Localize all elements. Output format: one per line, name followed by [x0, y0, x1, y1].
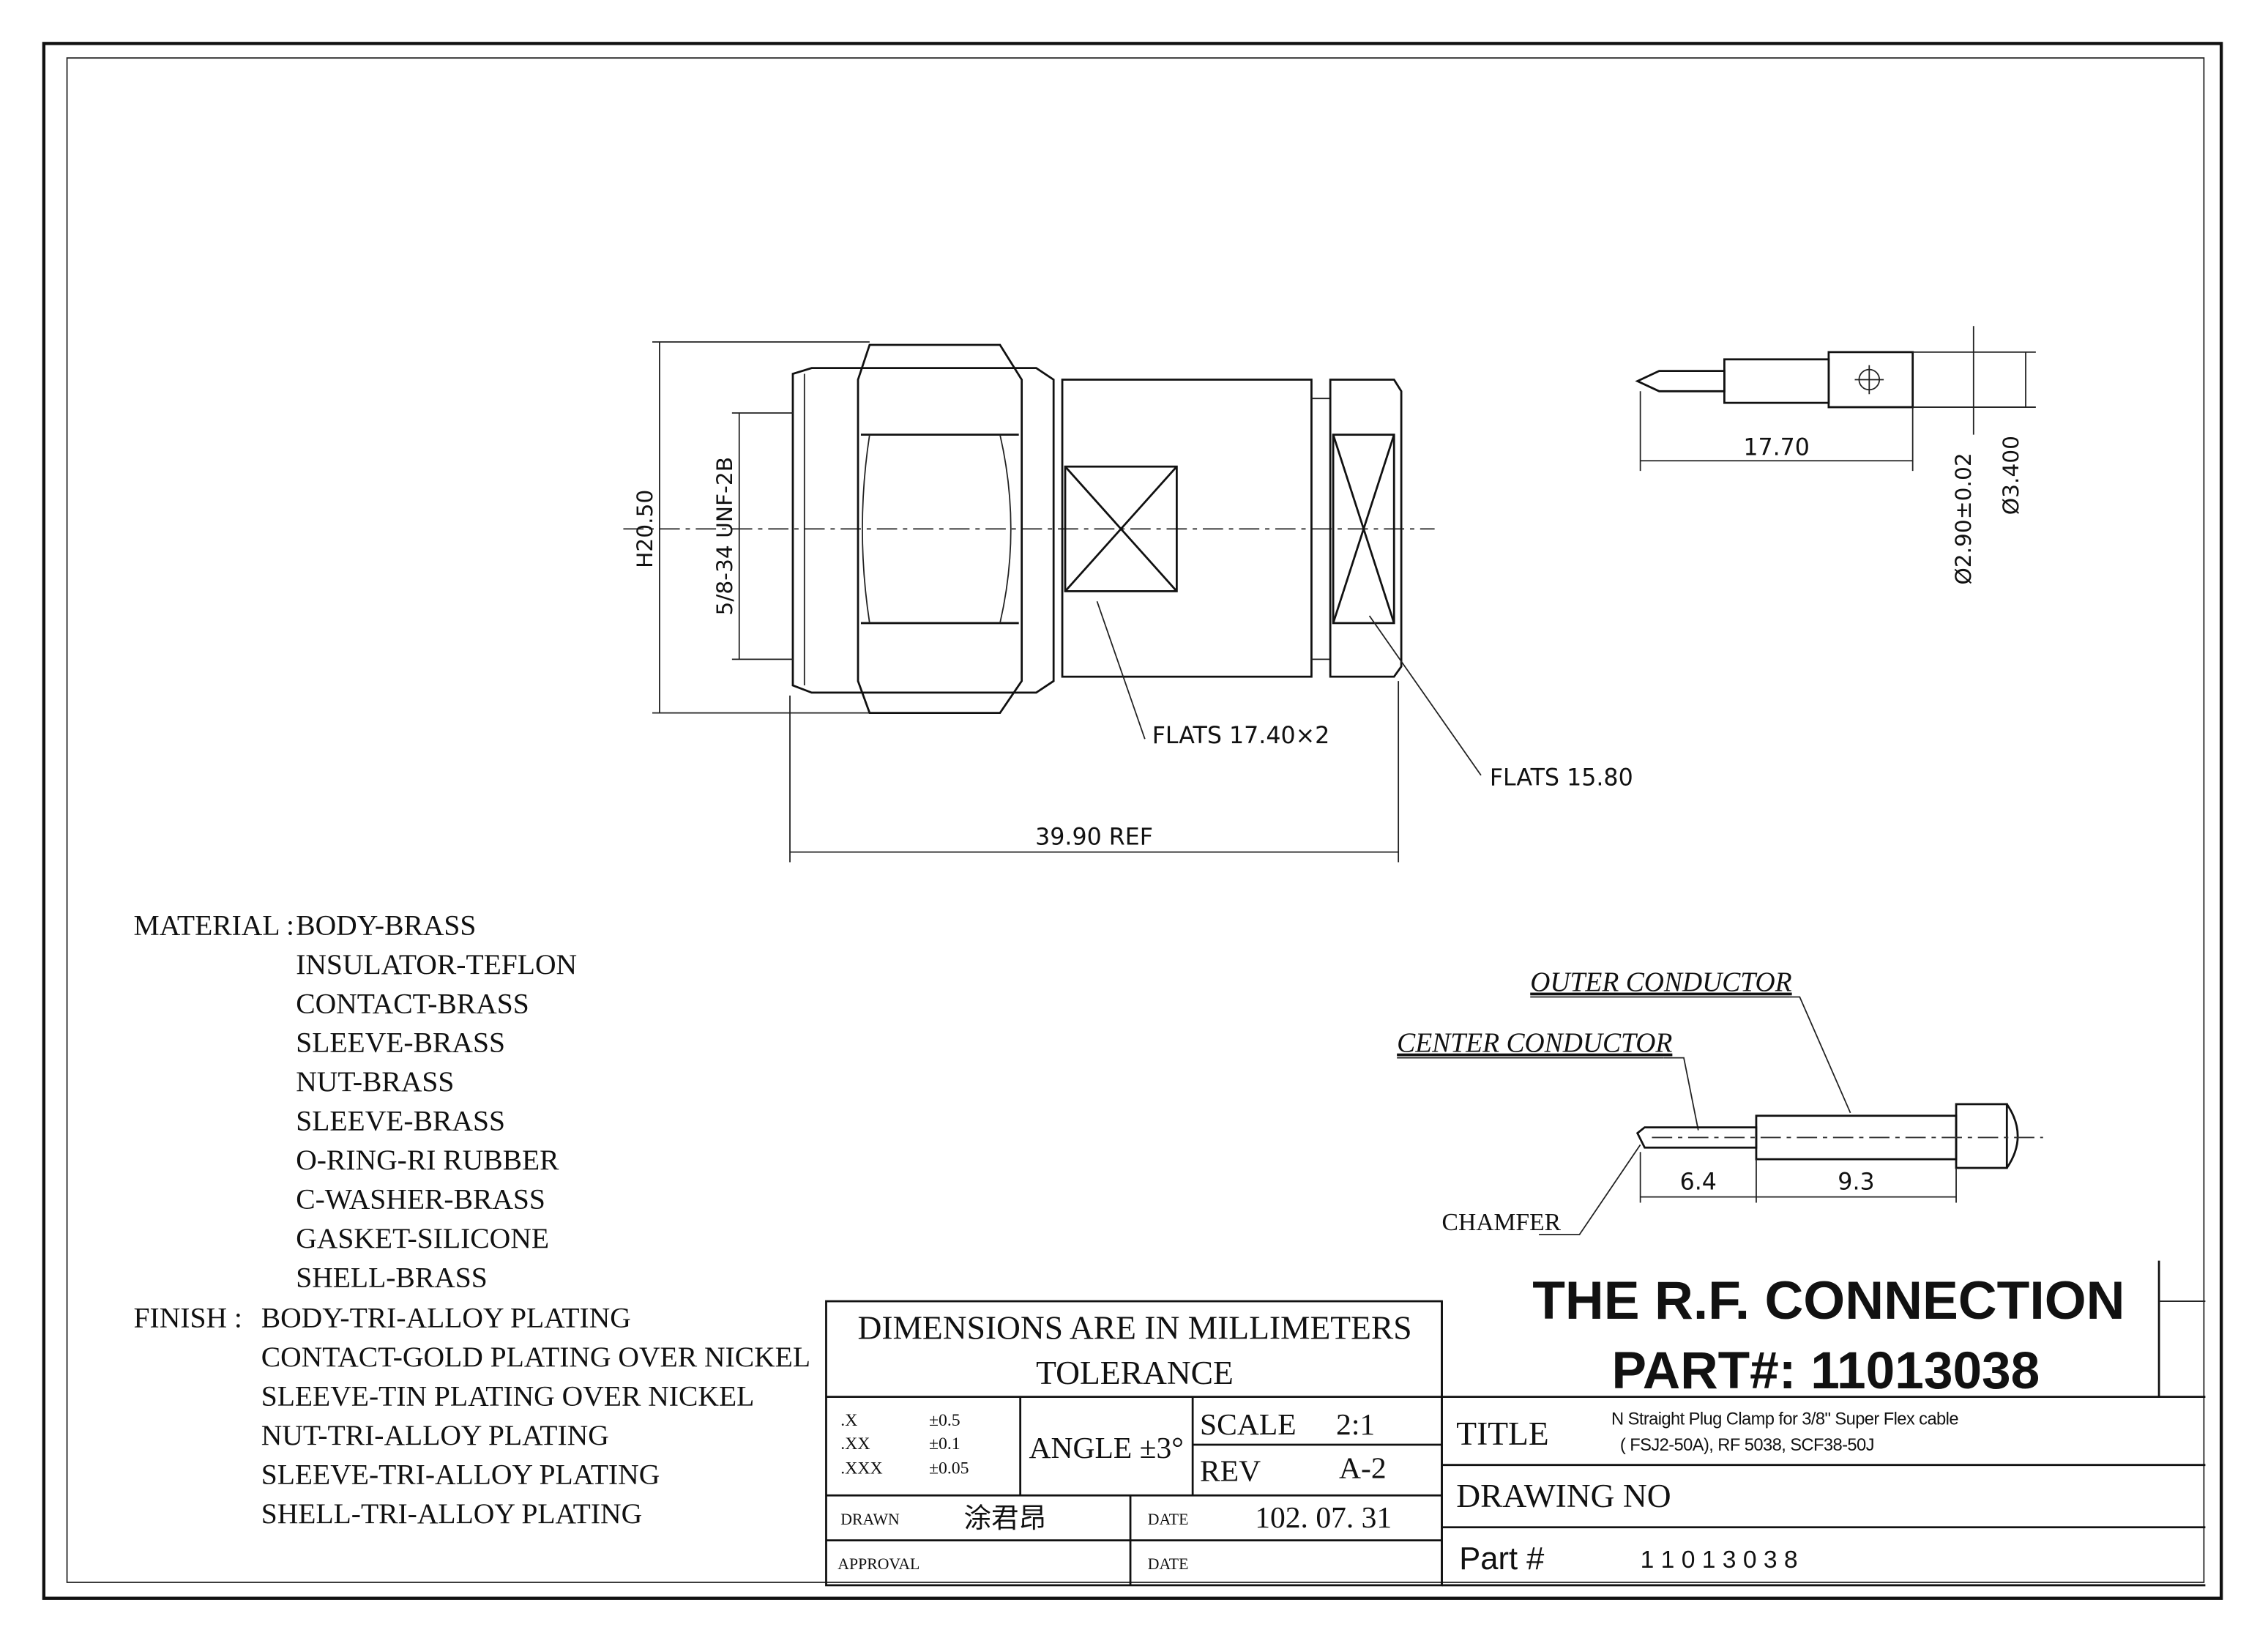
- pin-small-diameter: Ø2.90±0.02: [1950, 453, 1976, 584]
- date-label: DATE: [1148, 1511, 1189, 1528]
- svg-text:BODY-TRI-ALLOY PLATING: BODY-TRI-ALLOY PLATING: [261, 1302, 631, 1334]
- connector-side-view: [623, 341, 1482, 863]
- drawn-label: DRAWN: [840, 1511, 900, 1528]
- finish-label: FINISH :: [134, 1302, 242, 1334]
- material-label: MATERIAL :: [134, 909, 294, 941]
- strip-outer-dimension: 9.3: [1838, 1169, 1874, 1196]
- drawn-by-value: 涂君昂: [963, 1503, 1046, 1534]
- length-dimension: 39.90 REF: [1035, 824, 1153, 851]
- title-label: TITLE: [1456, 1415, 1548, 1452]
- cable-preparation-view: [1397, 996, 2043, 1235]
- svg-text:SLEEVE-TIN PLATING OVER NICKEL: SLEEVE-TIN PLATING OVER NICKEL: [261, 1380, 755, 1412]
- svg-text:SLEEVE-TRI-ALLOY PLATING: SLEEVE-TRI-ALLOY PLATING: [261, 1458, 660, 1490]
- outer-conductor-label: OUTER CONDUCTOR: [1530, 968, 1791, 998]
- chamfer-label: CHAMFER: [1442, 1209, 1562, 1236]
- thread-dimension: 5/8-34 UNF-2B: [712, 457, 737, 616]
- drawing-no-label: DRAWING NO: [1456, 1477, 1671, 1514]
- svg-text:NUT-TRI-ALLOY PLATING: NUT-TRI-ALLOY PLATING: [261, 1419, 609, 1451]
- svg-text:SLEEVE-BRASS: SLEEVE-BRASS: [296, 1105, 505, 1137]
- rev-label: REV: [1200, 1453, 1261, 1487]
- svg-text:O-RING-RI RUBBER: O-RING-RI RUBBER: [296, 1144, 559, 1176]
- svg-text:GASKET-SILICONE: GASKET-SILICONE: [296, 1222, 549, 1254]
- svg-text:.X: .X: [840, 1411, 857, 1430]
- svg-text:INSULATOR-TEFLON: INSULATOR-TEFLON: [296, 948, 577, 980]
- svg-text:CONTACT-GOLD PLATING OVER NICK: CONTACT-GOLD PLATING OVER NICKEL: [261, 1341, 810, 1373]
- tolerance-heading: TOLERANCE: [1036, 1354, 1234, 1391]
- center-conductor-label: CENTER CONDUCTOR: [1397, 1029, 1672, 1059]
- tolerance-rows: .X ±0.5 .XX ±0.1 .XXX ±0.05: [840, 1411, 969, 1478]
- outer-border: [42, 42, 2223, 1600]
- svg-text:SLEEVE-BRASS: SLEEVE-BRASS: [296, 1027, 505, 1059]
- title-line-1: N Straight Plug Clamp for 3/8" Super Fle…: [1611, 1410, 1958, 1429]
- contact-pin-view: [1635, 326, 2036, 472]
- svg-text:±0.5: ±0.5: [929, 1411, 960, 1430]
- svg-text:.XX: .XX: [840, 1434, 870, 1453]
- inner-border: [66, 57, 2205, 1583]
- material-list: MATERIAL : BODY-BRASS INSULATOR-TEFLON C…: [134, 909, 578, 1293]
- scale-value: 2:1: [1336, 1407, 1375, 1441]
- part-heading: PART#: 11013038: [1612, 1342, 2040, 1400]
- svg-text:BODY-BRASS: BODY-BRASS: [296, 909, 476, 941]
- flats-nut-label: FLATS 15.80: [1490, 765, 1633, 792]
- tolerance-block: [825, 1300, 1443, 1587]
- svg-text:CONTACT-BRASS: CONTACT-BRASS: [296, 987, 529, 1019]
- title-line-2: ( FSJ2-50A), RF 5038, SCF38-50J: [1620, 1436, 1874, 1455]
- angle-tolerance: ANGLE ±3°: [1029, 1431, 1184, 1464]
- date-value: 102. 07. 31: [1255, 1500, 1392, 1534]
- svg-text:NUT-BRASS: NUT-BRASS: [296, 1065, 454, 1098]
- pin-large-diameter: Ø3.400: [1998, 436, 2023, 515]
- svg-text:SHELL-BRASS: SHELL-BRASS: [296, 1261, 488, 1293]
- svg-text:SHELL-TRI-ALLOY PLATING: SHELL-TRI-ALLOY PLATING: [261, 1497, 642, 1530]
- rev-value: A-2: [1339, 1451, 1387, 1484]
- height-dimension: H20.50: [632, 490, 657, 568]
- pin-length-dimension: 17.70: [1743, 434, 1810, 461]
- strip-center-dimension: 6.4: [1680, 1169, 1717, 1196]
- part-number-label: Part #: [1459, 1541, 1544, 1577]
- svg-text:.XXX: .XXX: [840, 1459, 882, 1478]
- flats-body-label: FLATS 17.40×2: [1152, 723, 1330, 749]
- svg-text:±0.1: ±0.1: [929, 1434, 960, 1453]
- units-heading: DIMENSIONS ARE IN MILLIMETERS: [857, 1309, 1411, 1347]
- approval-date-label: DATE: [1148, 1555, 1189, 1573]
- svg-text:±0.05: ±0.05: [929, 1459, 969, 1478]
- part-number-value: 1 1 0 1 3 0 3 8: [1641, 1546, 1798, 1574]
- svg-text:C-WASHER-BRASS: C-WASHER-BRASS: [296, 1183, 545, 1215]
- company-name: THE R.F. CONNECTION: [1532, 1270, 2125, 1330]
- scale-label: SCALE: [1200, 1407, 1297, 1441]
- approval-label: APPROVAL: [838, 1555, 919, 1573]
- title-block: [1441, 1260, 2206, 1587]
- finish-list: FINISH : BODY-TRI-ALLOY PLATING CONTACT-…: [134, 1302, 810, 1530]
